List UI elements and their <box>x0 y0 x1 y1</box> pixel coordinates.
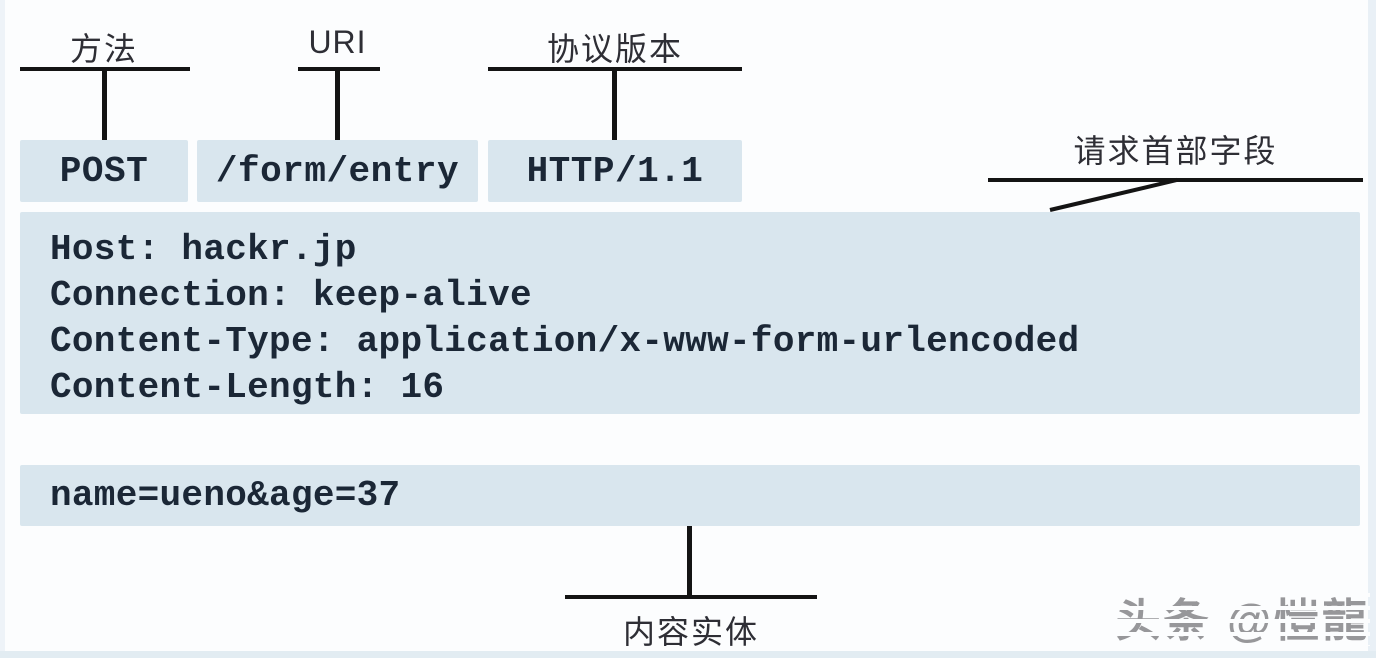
version-label: 协议版本 <box>546 31 683 67</box>
left-edge-tint <box>0 0 5 658</box>
method-label: 方法 <box>69 31 138 67</box>
body-overline <box>565 595 817 599</box>
request-headers-block: Host: hackr.jp Connection: keep-alive Co… <box>20 212 1360 414</box>
header-line-host: Host: hackr.jp <box>50 229 357 270</box>
header-line-content-length: Content-Length: 16 <box>50 367 445 408</box>
version-value-box: HTTP/1.1 <box>488 140 742 202</box>
entity-body-content: name=ueno&age=37 <box>50 475 401 516</box>
header-line-content-type: Content-Type: application/x-www-form-url… <box>50 321 1080 362</box>
uri-value-box: /form/entry <box>197 140 478 202</box>
method-connector-stem <box>102 67 107 140</box>
request-headers-pointer-line <box>1049 177 1178 212</box>
entity-body-label: 内容实体 <box>622 614 759 650</box>
method-value-box: POST <box>20 140 188 202</box>
watermark-text: 头条 @愷龍 <box>1115 595 1370 646</box>
method-value: POST <box>59 150 149 192</box>
uri-label: URI <box>308 24 367 60</box>
uri-connector-stem <box>335 67 340 140</box>
version-value: HTTP/1.1 <box>526 150 704 192</box>
body-connector-stem <box>687 526 692 597</box>
header-line-connection: Connection: keep-alive <box>50 275 532 316</box>
entity-body-block: name=ueno&age=37 <box>20 465 1360 526</box>
request-headers-label: 请求首部字段 <box>1073 133 1278 169</box>
uri-value: /form/entry <box>215 150 460 192</box>
watermark: 头条 @愷龍 <box>1115 584 1370 646</box>
right-edge-tint <box>1368 0 1376 658</box>
bottom-edge-tint <box>0 651 1376 658</box>
version-connector-stem <box>612 67 617 140</box>
